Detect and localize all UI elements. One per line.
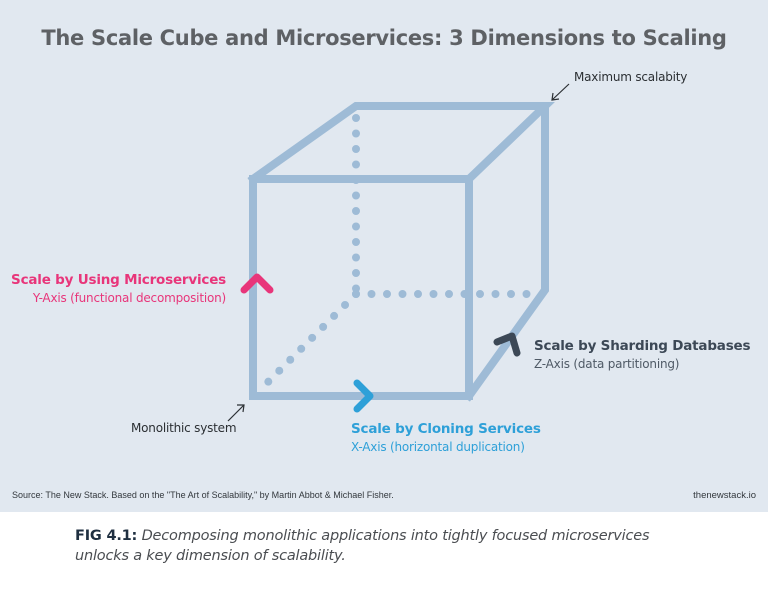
x-axis-label: Scale by Cloning Services X-Axis (horizo… <box>351 421 541 454</box>
cube-front-face <box>249 175 473 400</box>
cube-hidden-edges <box>258 114 536 392</box>
hidden-edge-depth <box>258 290 360 392</box>
y-axis-label: Scale by Using Microservices Y-Axis (fun… <box>11 272 226 305</box>
cube-right-face <box>463 102 549 402</box>
y-axis-title: Scale by Using Microservices <box>11 272 226 288</box>
x-axis-subtitle: X-Axis (horizontal duplication) <box>351 440 525 454</box>
figure-label: FIG 4.1: <box>75 528 138 544</box>
x-axis-title: Scale by Cloning Services <box>351 421 541 437</box>
z-axis-title: Scale by Sharding Databases <box>534 338 751 354</box>
z-axis-label: Scale by Sharding Databases Z-Axis (data… <box>534 338 751 371</box>
monolithic-system-note: Monolithic system <box>131 421 237 435</box>
y-axis-arrow-icon <box>240 273 274 294</box>
z-axis-subtitle: Z-Axis (data partitioning) <box>534 357 680 371</box>
figure-caption: FIG 4.1: Decomposing monolithic applicat… <box>75 526 705 566</box>
figure-caption-text: Decomposing monolithic applications into… <box>75 528 650 564</box>
source-credit: Source: The New Stack. Based on the "The… <box>12 490 394 500</box>
origin-pointer-arrow-icon <box>227 404 245 422</box>
diagram-panel <box>0 0 768 512</box>
cube-solid-edges <box>247 102 555 402</box>
max-pointer-arrow-icon <box>551 83 570 101</box>
x-axis-arrow-icon <box>353 379 374 413</box>
max-scalability-note: Maximum scalabity <box>574 70 688 84</box>
brand-link[interactable]: thenewstack.io <box>693 490 756 501</box>
z-axis-arrow-icon <box>493 332 521 357</box>
cube-top-face <box>247 102 555 185</box>
page-title: The Scale Cube and Microservices: 3 Dime… <box>41 26 727 50</box>
y-axis-subtitle: Y-Axis (functional decomposition) <box>32 291 226 305</box>
scale-cube-diagram <box>227 83 570 422</box>
